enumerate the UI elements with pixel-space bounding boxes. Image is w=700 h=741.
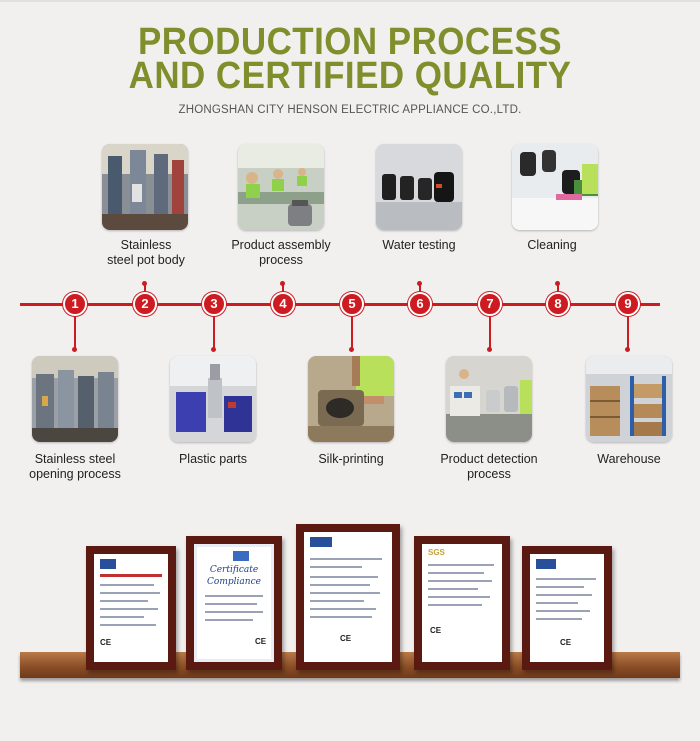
ce-mark-icon: CE — [430, 626, 442, 635]
certificate-frame-2: Certificate Compliance CE — [186, 536, 282, 670]
silk-printing-photo — [308, 356, 394, 442]
assembly-line-photo — [238, 144, 324, 230]
caption-step-5: Silk-printing — [318, 452, 384, 466]
top-rule — [0, 0, 700, 2]
cert-logo-icon — [233, 551, 249, 561]
step-node-4: 4 — [271, 292, 295, 316]
stem-dot-6 — [417, 281, 422, 286]
press-machines-photo — [32, 356, 118, 442]
warehouse-photo — [586, 356, 672, 442]
cert-title-line2: Compliance — [207, 577, 261, 587]
stem-down-5 — [351, 306, 353, 350]
step-node-6: 6 — [408, 292, 432, 316]
step-node-7: 7 — [478, 292, 502, 316]
hydraulic-press-photo — [102, 144, 188, 230]
stem-down-9 — [627, 306, 629, 350]
ce-mark-icon: CE — [340, 634, 352, 643]
step-node-2: 2 — [133, 292, 157, 316]
stem-dot-8 — [555, 281, 560, 286]
caption-step-3: Plastic parts — [178, 452, 248, 466]
ce-mark-icon: CE — [100, 638, 112, 647]
step-node-1: 1 — [63, 292, 87, 316]
cleaning-photo — [512, 144, 598, 230]
stem-dot-1 — [72, 347, 77, 352]
sgs-logo-icon: SGS — [428, 548, 445, 557]
page-title-line1: PRODUCTION PROCESS — [138, 21, 562, 63]
caption-step-6: Water testing — [382, 238, 456, 252]
ce-mark-icon: CE — [560, 638, 572, 647]
certificate-frame-5: CE — [522, 546, 612, 670]
cert-title-line1: Certificate — [209, 565, 259, 575]
cert-header-bar — [100, 574, 162, 577]
caption-step-8: Cleaning — [527, 238, 577, 252]
stem-dot-5 — [349, 347, 354, 352]
detection-bench-photo — [446, 356, 532, 442]
company-name: ZHONGSHAN CITY HENSON ELECTRIC APPLIANCE… — [178, 104, 522, 116]
injection-molding-photo — [170, 356, 256, 442]
stem-down-7 — [489, 306, 491, 350]
cert-logo-icon — [310, 537, 332, 547]
certificate-frame-1: CE — [86, 546, 176, 670]
stem-down-3 — [213, 306, 215, 350]
cert-logo-icon — [100, 559, 116, 569]
stem-dot-4 — [280, 281, 285, 286]
cert-logo-icon — [536, 559, 556, 569]
stem-dot-7 — [487, 347, 492, 352]
certificate-frame-3: CE — [296, 524, 400, 670]
certificate-frame-4: SGS CE — [414, 536, 510, 670]
step-node-8: 8 — [546, 292, 570, 316]
caption-step-9: Warehouse — [597, 452, 661, 466]
step-node-5: 5 — [340, 292, 364, 316]
page-title-line2: AND CERTIFIED QUALITY — [128, 55, 572, 97]
step-node-9: 9 — [616, 292, 640, 316]
stem-dot-3 — [211, 347, 216, 352]
stem-dot-9 — [625, 347, 630, 352]
kettle-row-photo — [376, 144, 462, 230]
stem-dot-2 — [142, 281, 147, 286]
step-node-3: 3 — [202, 292, 226, 316]
stem-down-1 — [74, 306, 76, 350]
ce-mark-icon: CE — [255, 637, 267, 646]
